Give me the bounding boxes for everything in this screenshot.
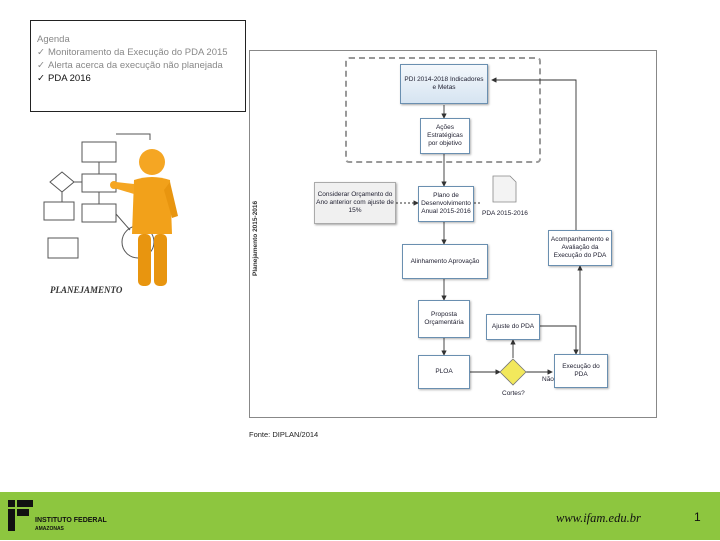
node-pdi: PDI 2014-2018 Indicadores e Metas xyxy=(400,64,488,104)
node-plano: Plano de Desenvolvimento Anual 2015-2016 xyxy=(418,186,474,222)
page-number: 1 xyxy=(694,510,701,524)
node-ajuste: Ajuste do PDA xyxy=(486,314,540,340)
cortes-label: Cortes? xyxy=(502,390,525,397)
node-considerar: Considerar Orçamento do Ano anterior com… xyxy=(314,182,396,224)
node-proposta: Proposta Orçamentária xyxy=(418,300,470,338)
cortes-decision-diamond xyxy=(500,359,526,385)
svg-text:INSTITUTO FEDERAL: INSTITUTO FEDERAL xyxy=(35,517,108,524)
document-icon xyxy=(493,176,516,202)
node-acompanhamento: Acompanhamento e Avaliação da Execução d… xyxy=(548,230,612,266)
node-ploa: PLOA xyxy=(418,355,470,389)
svg-text:AMAZONAS: AMAZONAS xyxy=(35,526,65,532)
ifam-logo: INSTITUTO FEDERAL AMAZONAS xyxy=(4,496,124,536)
node-acoes: Ações Estratégicas por objetivo xyxy=(420,118,470,154)
site-url[interactable]: www.ifam.edu.br xyxy=(556,511,641,526)
node-alinhamento: Alinhamento Aprovação xyxy=(402,244,488,279)
diagram-source: Fonte: DIPLAN/2014 xyxy=(249,430,318,439)
pda-doc-label: PDA 2015-2016 xyxy=(482,210,528,217)
node-execucao: Execução do PDA xyxy=(554,354,608,388)
nao-label: Não xyxy=(542,376,554,383)
